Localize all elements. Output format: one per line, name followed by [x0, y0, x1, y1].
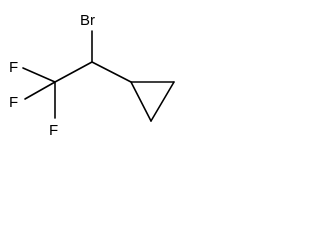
atom-fluorine-middle: F: [9, 94, 18, 111]
bond-c-f-top: [22, 67, 56, 83]
atom-fluorine-bottom: F: [49, 122, 58, 139]
structural-formula: Br F F F: [9, 12, 175, 139]
bond-ch-cf3: [54, 61, 93, 83]
atom-bromine: Br: [80, 12, 95, 29]
bond-c-f-middle: [24, 81, 56, 100]
atom-fluorine-top: F: [9, 59, 18, 76]
cyclopropyl-bond-3: [150, 81, 175, 122]
bond-ch-cyclopropyl: [91, 61, 132, 83]
cyclopropyl-bond-2: [130, 81, 152, 122]
